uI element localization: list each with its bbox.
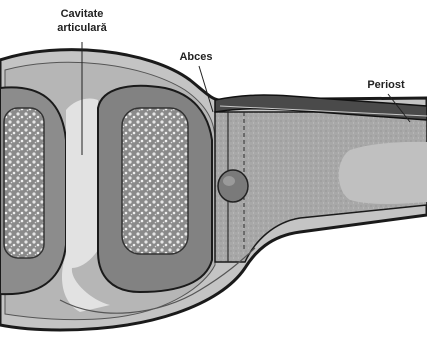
right-spongy-bone [122, 108, 188, 254]
periosteum-label: Periost [367, 79, 405, 91]
abscess-mass [218, 170, 248, 202]
abscess-highlight [223, 176, 235, 186]
medullary-cavity [339, 142, 427, 204]
joint-cavity-label-line1: Cavitate [61, 8, 104, 20]
abscess-label: Abces [179, 51, 212, 63]
joint-cavity-label-line2: articulară [57, 22, 107, 34]
left-spongy-bone [4, 108, 44, 258]
